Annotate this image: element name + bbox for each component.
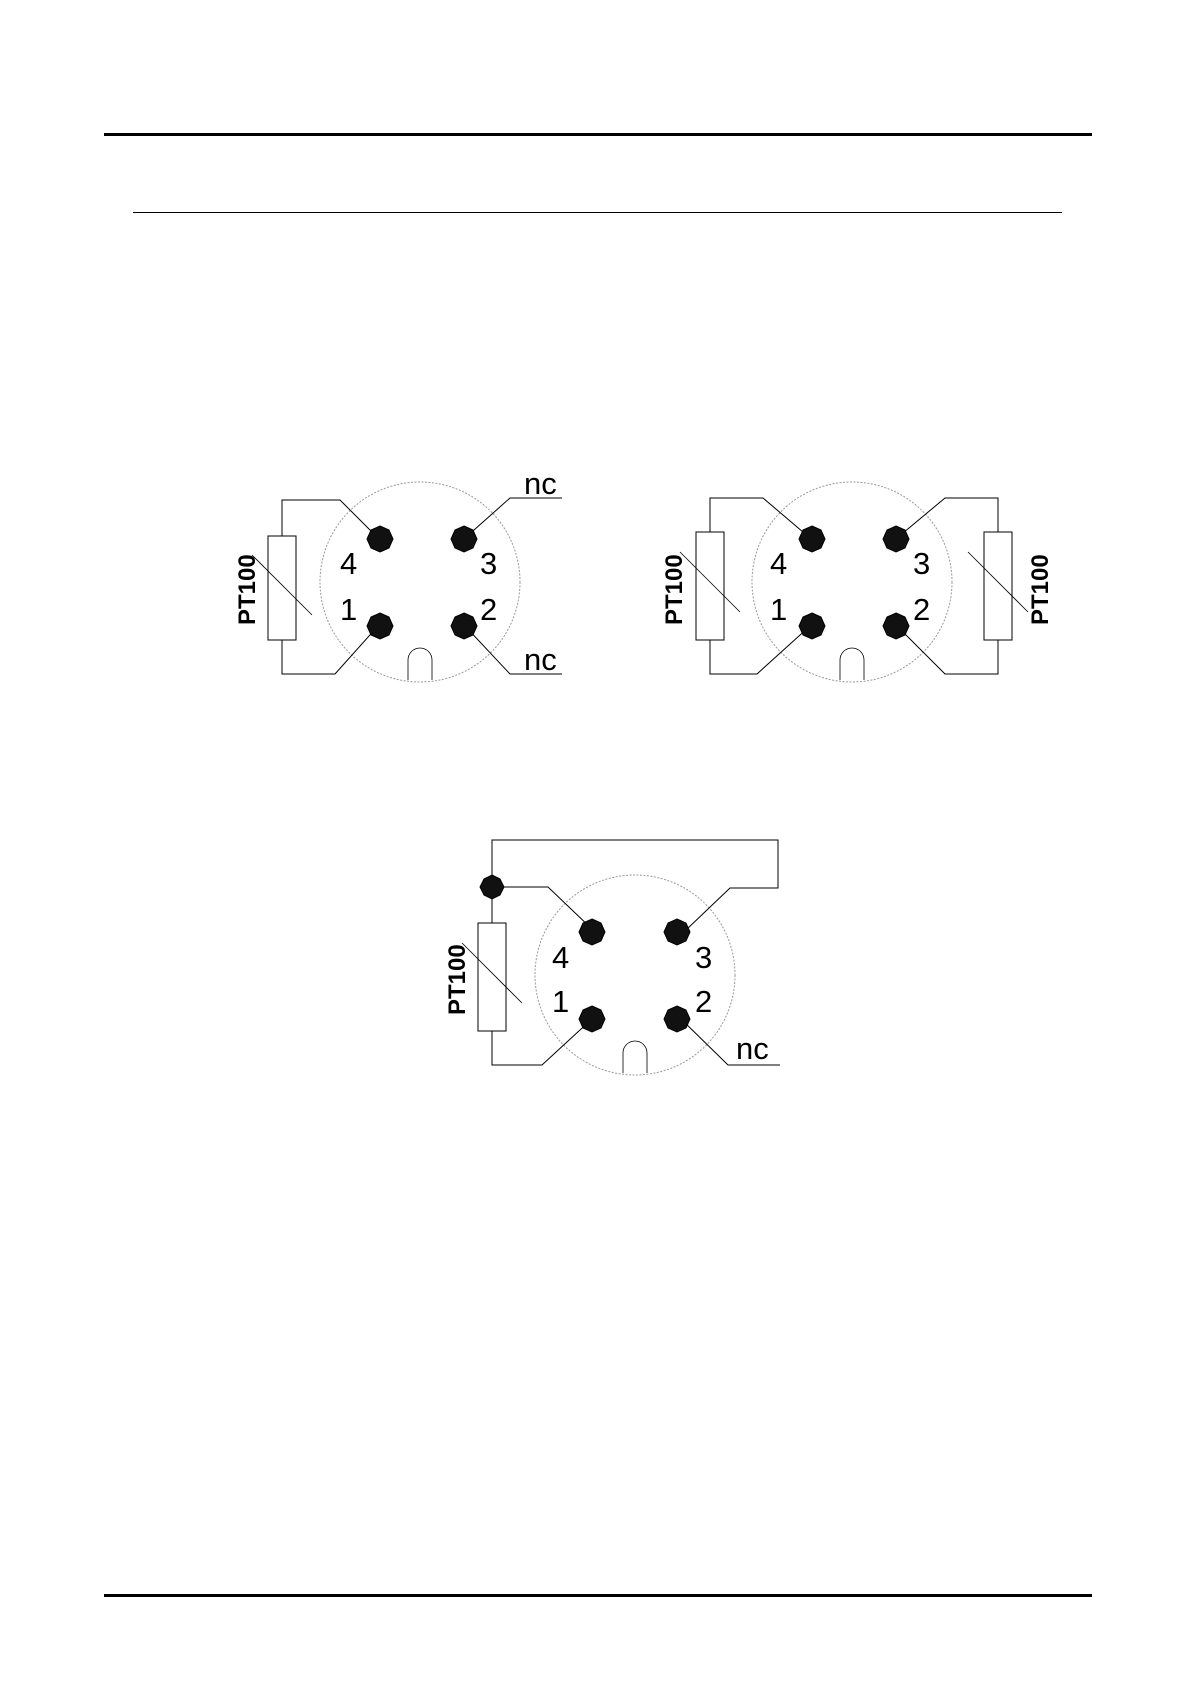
wire-pin3 [897, 498, 998, 538]
junction-dot [480, 875, 504, 899]
nc-label: nc [736, 1031, 769, 1066]
connector-key-notch [623, 1041, 647, 1073]
bridge-wire [492, 840, 778, 930]
connector-body [535, 875, 735, 1075]
footer-rule [104, 1594, 1092, 1597]
pin-4 [367, 526, 393, 552]
pt100-label-left: PT100 [661, 554, 688, 625]
connector-key-notch [408, 648, 432, 680]
pin-number-4: 4 [552, 940, 569, 975]
wire-pin1 [492, 1018, 593, 1065]
pt100-label-right: PT100 [1027, 554, 1054, 625]
pt100-resistor [478, 923, 506, 1031]
pin-number-3: 3 [695, 940, 712, 975]
wire-pin4 [282, 500, 378, 538]
wire-pin2 [897, 626, 998, 674]
connector-diagram-c: PT100 nc 4 3 1 2 [430, 830, 800, 1080]
connector-diagram-a: PT100 nc nc 4 3 1 2 [220, 460, 580, 690]
pin-number-4: 4 [770, 546, 787, 581]
pin-number-2: 2 [480, 592, 497, 627]
pin-number-4: 4 [340, 546, 357, 581]
connector-diagram-b: PT100 PT100 4 3 1 2 [645, 460, 1065, 690]
wire-pin4 [492, 887, 593, 930]
pin-1 [579, 1006, 605, 1032]
pin-number-1: 1 [770, 592, 787, 627]
pin-3 [883, 526, 909, 552]
pin-number-3: 3 [480, 546, 497, 581]
pin-number-3: 3 [913, 546, 930, 581]
nc-lead-pin3 [465, 498, 562, 538]
pin-number-1: 1 [340, 592, 357, 627]
pin-3 [451, 526, 477, 552]
pin-2 [664, 1006, 690, 1032]
pin-2 [451, 613, 477, 639]
nc-label-top: nc [524, 466, 557, 501]
pin-2 [883, 613, 909, 639]
pt100-resistor-right [984, 532, 1012, 640]
pin-number-1: 1 [552, 984, 569, 1019]
wire-pin4 [710, 498, 810, 538]
pin-1 [367, 613, 393, 639]
pt100-label: PT100 [444, 944, 471, 1015]
header-rule [104, 133, 1092, 136]
pin-number-2: 2 [695, 984, 712, 1019]
pin-3 [664, 919, 690, 945]
pt100-label: PT100 [234, 554, 261, 625]
pin-number-2: 2 [913, 592, 930, 627]
pin-1 [799, 613, 825, 639]
pin-4 [579, 919, 605, 945]
pt100-resistor [268, 536, 296, 640]
header-subrule [133, 212, 1062, 213]
pt100-resistor-left [696, 532, 724, 640]
wire-pin1 [710, 626, 810, 674]
connector-key-notch [840, 648, 864, 680]
nc-label-bottom: nc [524, 642, 557, 677]
pin-4 [799, 526, 825, 552]
